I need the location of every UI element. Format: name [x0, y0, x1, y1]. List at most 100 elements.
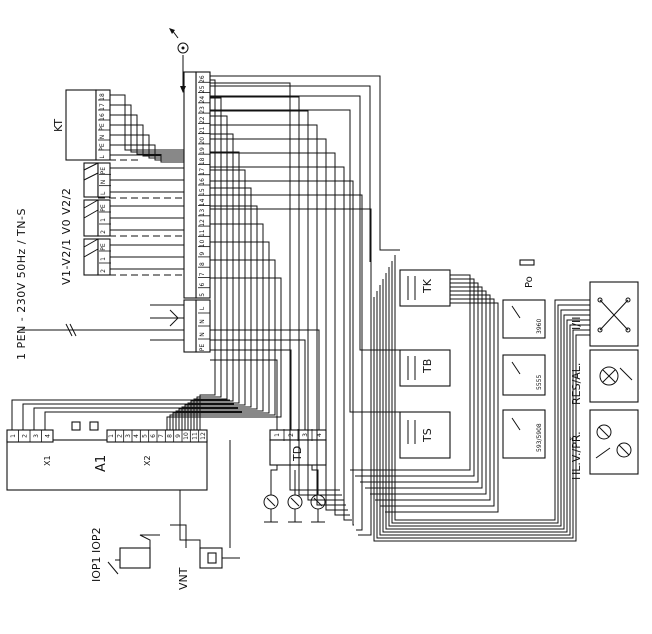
wire-68	[33, 407, 238, 430]
ts-thermostat: TS	[399, 411, 451, 459]
td-label: TD	[291, 446, 304, 462]
supply-terminal-2: N	[199, 332, 206, 337]
wire-33	[210, 96, 342, 496]
tk-thermostat: TK	[399, 269, 451, 307]
strip-terminal-2: 24	[199, 96, 206, 104]
a1-label: A1	[94, 455, 109, 472]
x2-terminal-4: 5	[142, 434, 149, 438]
wire-45	[391, 261, 590, 524]
strip-terminal-16: 10	[199, 240, 206, 248]
wire-46	[360, 282, 479, 483]
sensors	[263, 494, 326, 523]
wire-3	[110, 124, 184, 157]
wire-4	[110, 134, 184, 159]
x2-terminal-6: 7	[158, 434, 165, 438]
kt-terminal-4: N	[99, 135, 106, 140]
wire-44	[355, 278, 475, 477]
wire-55	[376, 291, 590, 539]
wire-31	[166, 277, 282, 430]
switch-panel-2	[589, 349, 639, 403]
kt-terminal-2: 16	[99, 113, 106, 121]
strip-terminal-3: 23	[199, 106, 206, 114]
wire-5	[110, 144, 184, 161]
kt-terminal-0: 18	[99, 93, 106, 101]
x2-label: X2	[143, 455, 152, 466]
switch-label-1: I/II	[570, 317, 583, 330]
wire-56	[385, 302, 499, 513]
wire-57	[373, 297, 590, 542]
supply-terminal-3: PE	[199, 344, 206, 352]
wire-50	[370, 290, 487, 495]
ts-label: TS	[421, 428, 434, 443]
wire-58	[210, 75, 400, 251]
strip-terminal-21: 5	[199, 293, 206, 297]
strip-terminal-11: 15	[199, 188, 206, 196]
vb3-terminal-2: 2	[100, 269, 107, 273]
x2-terminal-10: 11	[192, 432, 199, 440]
wire-52	[375, 294, 491, 501]
x2-terminal-0: 1	[108, 434, 115, 438]
strip-terminal-9: 17	[199, 168, 206, 176]
kt-terminal-1: 17	[99, 103, 106, 111]
strip-terminal-10: 16	[199, 178, 206, 186]
x1-terminal-2: 3	[33, 434, 40, 438]
x2-terminal-9: 10	[183, 432, 190, 440]
sensor-2-icon	[287, 494, 303, 523]
resistor-code-1: 3960	[536, 319, 543, 334]
td-terminal-1: 2	[288, 433, 295, 437]
wire-39	[210, 180, 354, 526]
wire-70	[210, 359, 278, 430]
wire-29	[172, 241, 270, 430]
wire-0	[110, 94, 184, 151]
wire-48	[365, 286, 483, 489]
wire-43	[394, 255, 590, 521]
wire-41	[210, 208, 372, 536]
wire-60	[210, 95, 400, 351]
vb2-terminal-0: PE	[100, 204, 107, 212]
wire-71	[210, 349, 292, 430]
vnt-label: VNT	[177, 567, 190, 590]
vb3-terminal-0: PE	[100, 243, 107, 251]
wire-77	[179, 490, 201, 548]
x1-terminal-3: 4	[44, 434, 51, 438]
wire-54	[380, 298, 495, 507]
strip-terminal-4: 22	[199, 116, 206, 124]
wire-49	[385, 273, 590, 530]
x2-terminal-1: 2	[117, 434, 124, 438]
x2-terminal-8: 9	[175, 434, 182, 438]
tb-thermostat: TB	[399, 349, 451, 387]
td-terminal-3: 4	[316, 433, 323, 437]
strip-terminal-20: 6	[199, 283, 206, 287]
wire-69	[44, 411, 242, 430]
strip-terminal-13: 13	[199, 209, 206, 217]
supply-terminal-1: N	[199, 319, 206, 324]
iop-label: IOP1 IOP2	[90, 527, 103, 582]
wire-61	[210, 109, 400, 413]
vb1-terminal-1: N	[100, 180, 107, 185]
strip-terminal-6: 20	[199, 137, 206, 145]
wire-40	[210, 194, 363, 531]
earth-arrow-symbol	[169, 28, 189, 93]
wire-74	[270, 465, 278, 495]
wire-6	[110, 154, 184, 163]
wire-32	[210, 82, 340, 491]
strip-terminal-0: 26	[199, 75, 206, 83]
tb-label: TB	[421, 359, 434, 374]
x2-terminal-11: 12	[200, 432, 207, 440]
strip-terminal-14: 12	[199, 219, 206, 227]
wire-59	[210, 85, 371, 262]
relay-area: 3960 5555 593/5908 Po	[502, 259, 546, 459]
sensor-3-icon	[310, 494, 326, 523]
wire-27	[178, 205, 258, 430]
x2-terminal-5: 6	[150, 434, 157, 438]
